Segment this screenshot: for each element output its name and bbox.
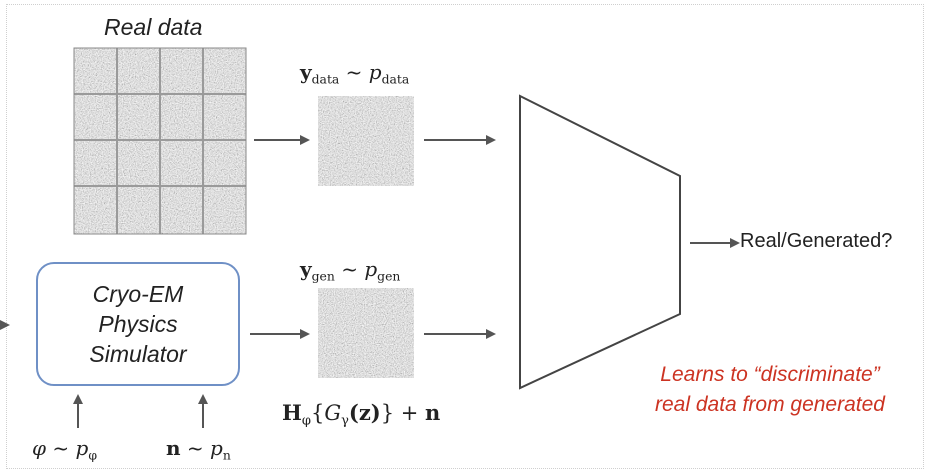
discriminator-label: Dφ [568, 228, 597, 257]
noise-prior-label: n ~ pn [166, 436, 231, 463]
y-gen-distribution-label: ygen ~ pgen [300, 257, 401, 284]
cryo-em-physics-simulator-box: Cryo-EM Physics Simulator [36, 262, 240, 386]
diagram-frame [6, 4, 924, 469]
discriminator-caption-line-2: real data from generated [655, 393, 885, 416]
simulator-line-3: Simulator [89, 341, 187, 367]
simulator-line-2: Physics [98, 311, 178, 337]
simulator-line-1: Cryo-EM [92, 281, 184, 307]
y-data-distribution-label: ydata ~ pdata [300, 60, 410, 87]
discriminator-caption: Learns to “discriminate” real data from … [610, 360, 930, 420]
real-data-label: Real data [104, 14, 203, 40]
discriminator-caption-line-1: Learns to “discriminate” [660, 363, 880, 386]
forward-model-equation: Hφ{Gγ(z)} + n [282, 400, 441, 429]
phi-prior-label: φ ~ pφ [32, 436, 97, 463]
output-label: Real/Generated? [740, 230, 893, 252]
